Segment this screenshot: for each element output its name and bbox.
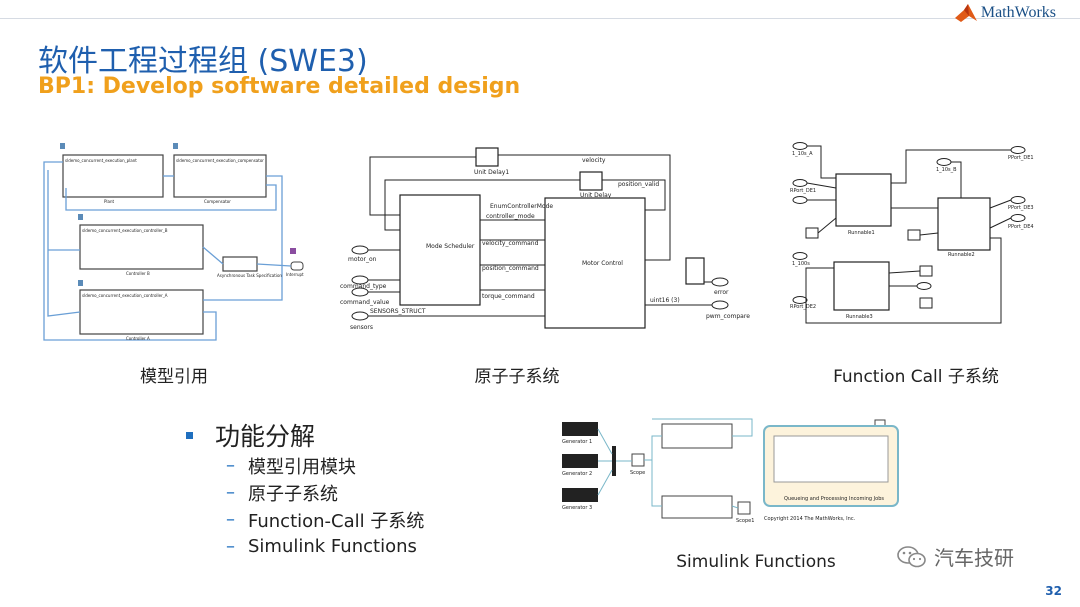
atomic-label-4: velocity: [582, 157, 606, 164]
watermark-text: 汽车技研: [934, 546, 1014, 570]
list-item: –原子子系统: [226, 479, 424, 506]
main-bullet-text: 功能分解: [215, 422, 316, 451]
model-ref-caption-4: Asynchronous Task Specification: [217, 273, 282, 278]
atomic-label-17: uint16 (3): [650, 297, 680, 304]
model-ref-label-2: sldemo_concurrent_execution_controller_B: [82, 228, 168, 233]
list-item-text: Function-Call 子系统: [248, 510, 425, 532]
atomic-label-0: Mode Scheduler: [426, 243, 475, 250]
caption-atomic-subsystem: 原子子系统: [474, 367, 560, 387]
model-ref-caption-5: Interrupt: [286, 272, 304, 277]
atomic-label-1: Motor Control: [582, 260, 623, 267]
sf-label-2: Generator 3: [562, 505, 592, 511]
list-item-text: 模型引用模块: [248, 456, 356, 478]
brand-name: MathWorks: [980, 4, 1056, 21]
list-item-text: 原子子系统: [248, 483, 338, 505]
fc-label-2: Runnable3: [846, 314, 873, 320]
square-bullet-icon: [186, 431, 193, 439]
atomic-label-10: torque_command: [482, 293, 535, 300]
fc-label-3: 1_10s_A: [792, 151, 813, 157]
dash-icon: –: [226, 509, 235, 530]
caption-model-reference: 模型引用: [140, 367, 208, 387]
atomic-label-18: SENSORS_STRUCT: [370, 308, 426, 315]
motor-control-block: [544, 197, 646, 329]
fc-label-10: RPort_DE2: [790, 304, 816, 310]
model-ref-caption-2: Controller B: [126, 271, 150, 276]
slide-subtitle: BP1: Develop software detailed design: [38, 74, 521, 99]
atomic-label-6: EnumControllerMode: [490, 203, 553, 210]
page-number: 32: [1045, 584, 1062, 598]
atomic-label-12: command_type: [340, 283, 387, 290]
sf-label-3: Scope: [630, 470, 645, 476]
atomic-label-11: motor_on: [348, 256, 377, 263]
list-item-text: Simulink Functions: [248, 536, 417, 557]
sf-label-0: Generator 1: [562, 439, 592, 445]
model-ref-label-1: sldemo_concurrent_execution_compensator: [176, 158, 264, 163]
atomic-label-3: Unit Delay: [580, 192, 612, 199]
model-ref-label-3: sldemo_concurrent_execution_controller_A: [82, 293, 168, 298]
fc-label-4: 1_10s_B: [936, 167, 957, 173]
sf-label-4: Scope1: [736, 518, 754, 524]
mode-scheduler-block: [399, 194, 481, 306]
model-ref-caption-0: Plant: [104, 199, 115, 204]
list-item: –Function-Call 子系统: [226, 506, 424, 533]
function-call-diagram: Runnable1 Runnable2 Runnable3 1_10s_A 1_…: [786, 138, 1042, 338]
mathworks-logo: MathWorks: [954, 4, 1056, 22]
plant-block: [62, 154, 164, 198]
fc-label-6: RPort_DE1: [790, 188, 816, 194]
watermark: 汽车技研: [896, 542, 1014, 571]
unit-delay1-block: [475, 147, 499, 167]
async-task-block: [222, 256, 258, 272]
simulink-functions-diagram: Generator 1 Generator 2 Generator 3 Scop…: [552, 414, 902, 526]
runnable3-block: [833, 261, 890, 311]
wechat-icon: [897, 545, 926, 567]
atomic-label-7: controller_mode: [486, 213, 535, 220]
unit-delay-block: [579, 171, 603, 191]
atomic-label-5: position_valid: [618, 181, 659, 188]
sf-label-6: Copyright 2014 The MathWorks, Inc.: [764, 516, 856, 522]
compensator-block: [173, 154, 267, 198]
model-ref-caption-1: Compensator: [204, 199, 231, 204]
atomic-label-2: Unit Delay1: [474, 169, 509, 176]
fc-label-1: Runnable2: [948, 252, 975, 258]
atomic-label-15: error: [714, 289, 729, 296]
dash-icon: –: [226, 482, 235, 503]
dash-icon: –: [226, 455, 235, 476]
atomic-label-13: command_value: [340, 299, 390, 306]
membrane-icon: [954, 4, 977, 22]
atomic-label-8: velocity_command: [482, 240, 539, 247]
dash-icon: –: [226, 536, 235, 557]
sf-label-1: Generator 2: [562, 471, 592, 477]
fc-label-7: PPort_DE1: [1008, 155, 1034, 161]
model-reference-diagram: sldemo_concurrent_execution_plant sldemo…: [36, 140, 312, 345]
controller-b-block: [79, 224, 204, 270]
fc-label-0: Runnable1: [848, 230, 875, 236]
fc-label-8: PPort_DE3: [1008, 205, 1034, 211]
header-rule: [0, 18, 1080, 19]
caption-simulink-functions: Simulink Functions: [676, 552, 836, 572]
model-ref-label-0: sldemo_concurrent_execution_plant: [65, 158, 137, 163]
runnable1-block: [835, 173, 892, 227]
caption-function-call: Function Call 子系统: [833, 367, 999, 387]
atomic-label-16: pwm_compare: [706, 313, 750, 320]
atomic-label-14: sensors: [350, 324, 373, 331]
fc-label-5: 1_100s: [792, 261, 810, 267]
model-ref-caption-3: Controller A: [126, 336, 150, 341]
main-bullet: 功能分解: [186, 417, 315, 453]
atomic-label-9: position_command: [482, 265, 539, 272]
slide-title: 软件工程过程组 (SWE3): [38, 44, 368, 79]
fc-label-9: PPort_DE4: [1008, 224, 1034, 230]
sub-bullet-list: –模型引用模块 –原子子系统 –Function-Call 子系统 –Simul…: [226, 452, 424, 560]
list-item: –模型引用模块: [226, 452, 424, 479]
runnable2-block: [937, 197, 991, 251]
sf-label-5: Queueing and Processing Incoming Jobs: [784, 496, 884, 502]
list-item: –Simulink Functions: [226, 533, 424, 560]
atomic-subsystem-diagram: Mode Scheduler Motor Control Unit Delay1…: [330, 140, 750, 340]
